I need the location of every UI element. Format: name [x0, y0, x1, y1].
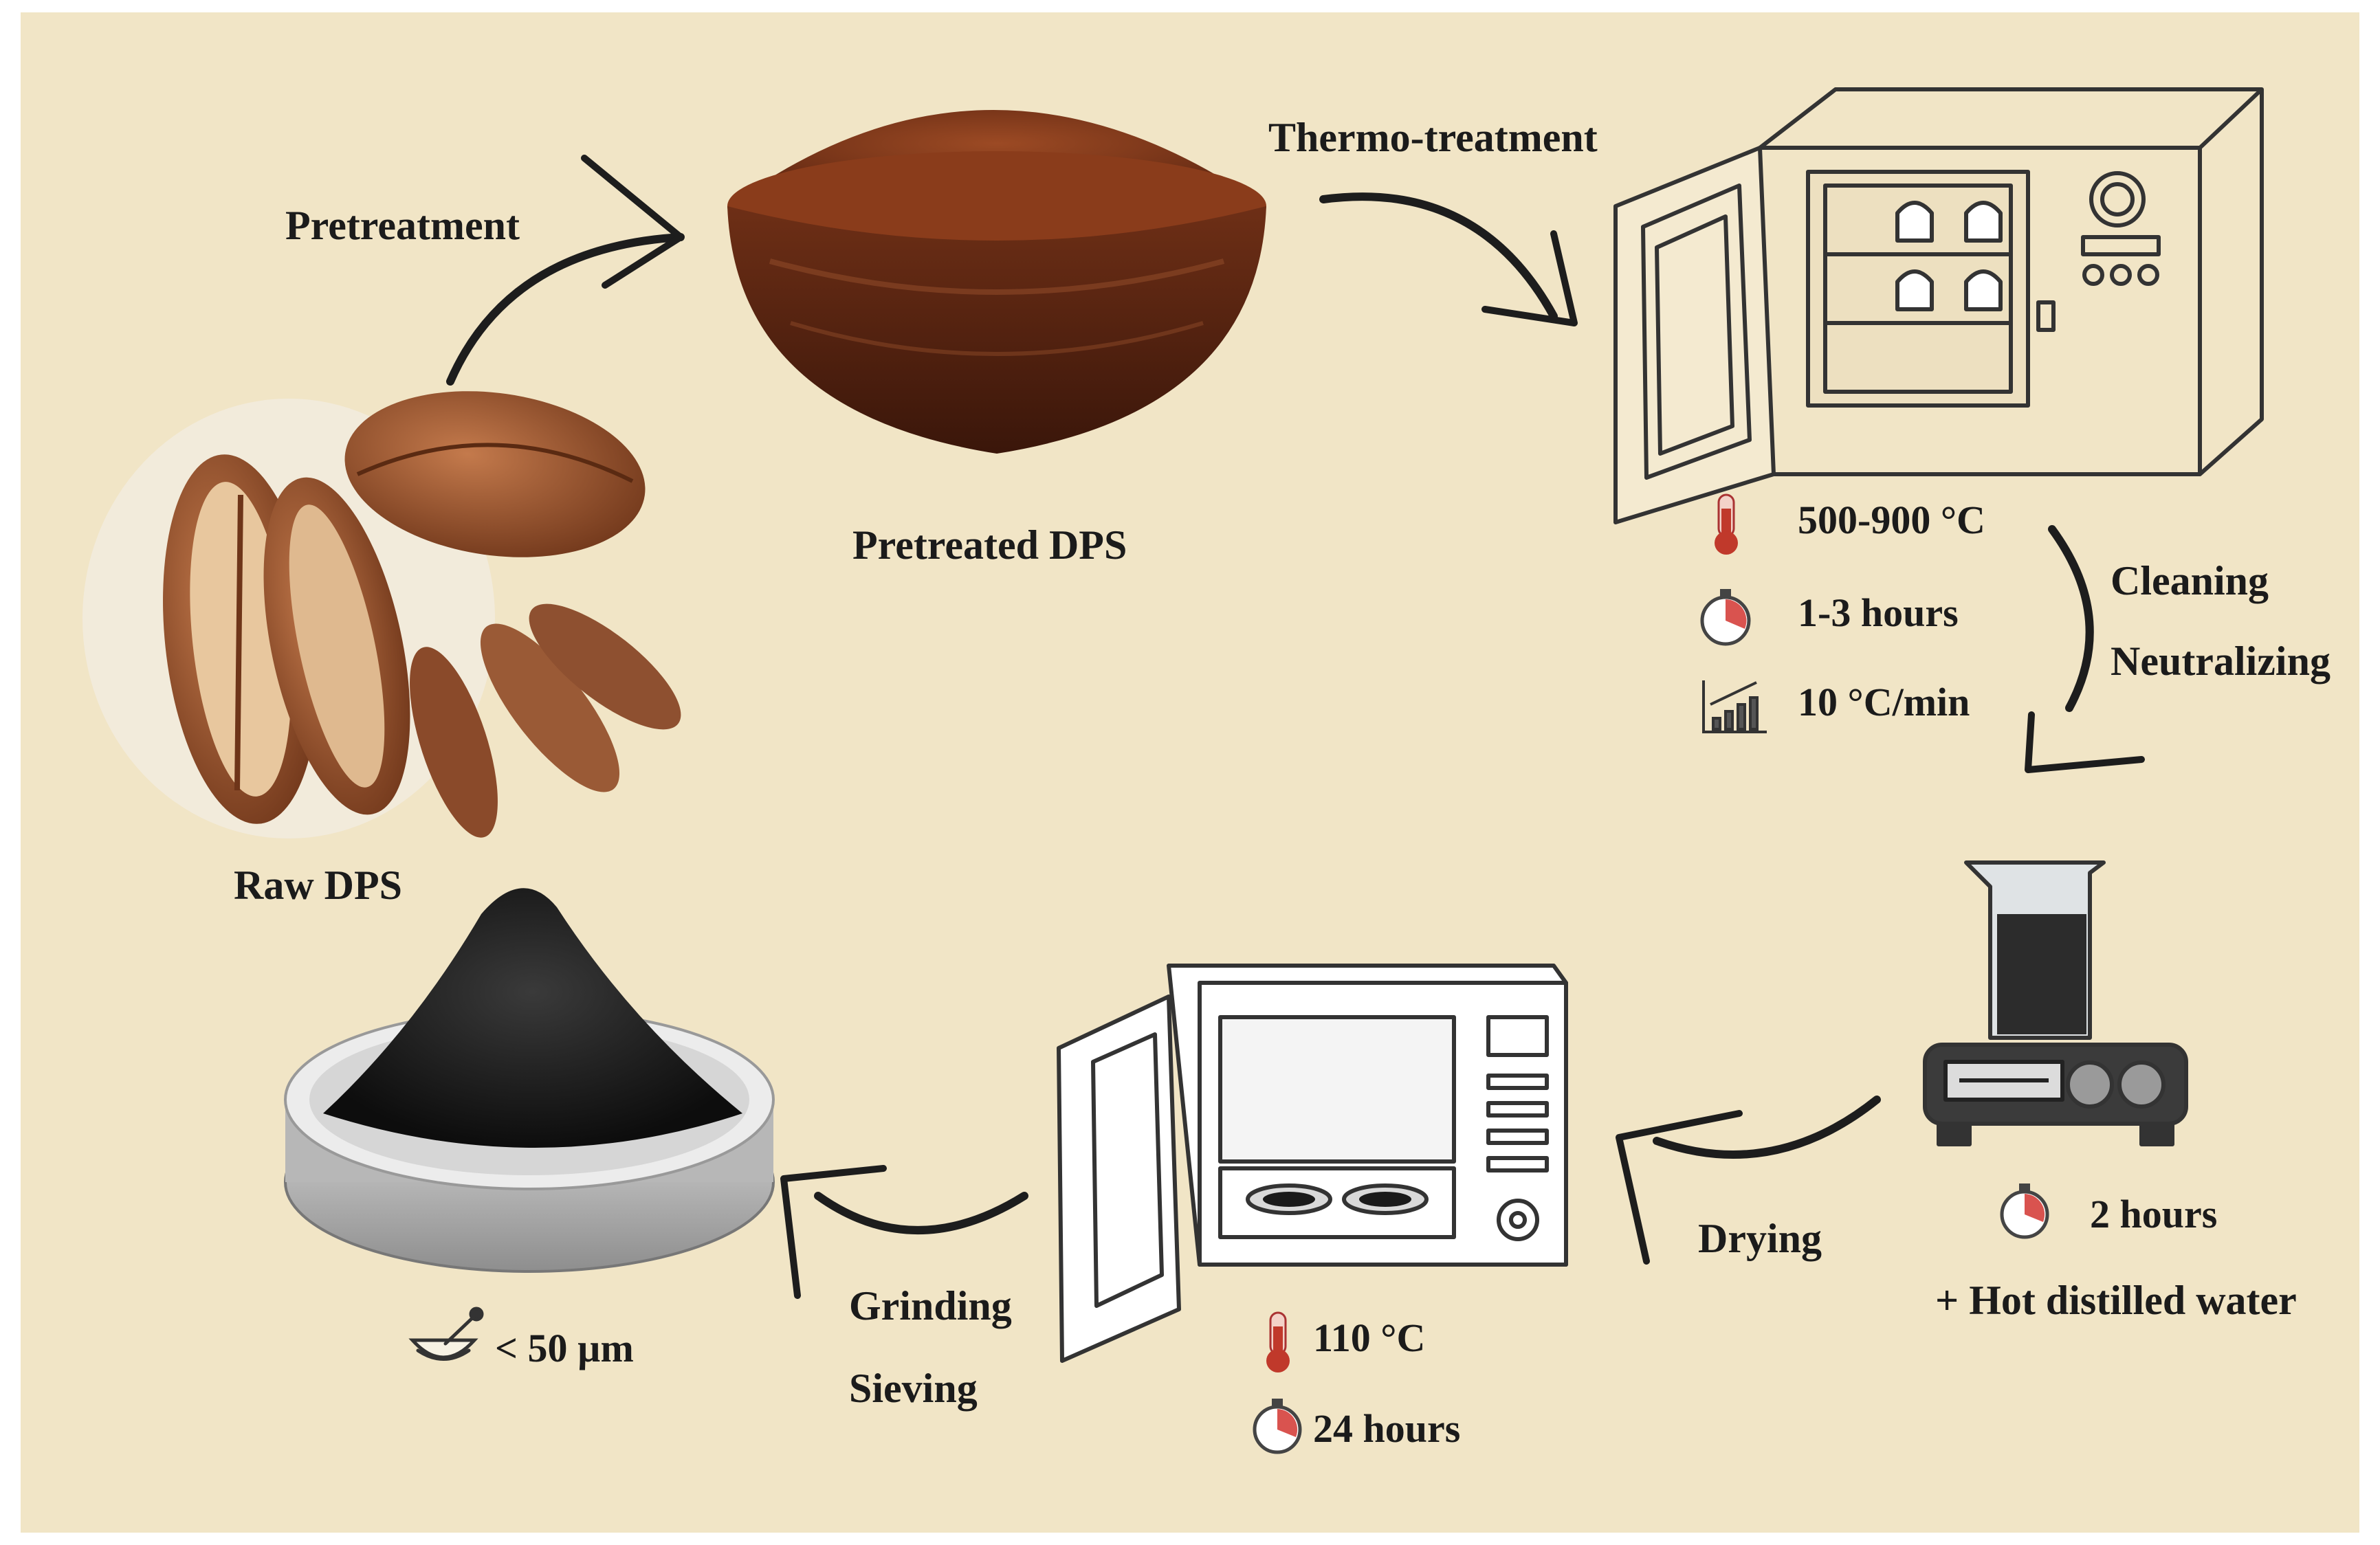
muffle-furnace-image: [1613, 87, 2264, 524]
washing-duration-text: 2 hours: [2090, 1192, 2218, 1236]
pretreated-dps-label: Pretreated DPS: [852, 522, 1127, 568]
raw-dps-image: [82, 391, 681, 838]
drying-arrowhead: [1616, 1110, 1743, 1265]
process-arrows: [446, 155, 2145, 1299]
stopwatch-icon: [1700, 589, 1751, 646]
stirring-hotplate-beaker-image: [1923, 860, 2188, 1146]
furnace-duration-text: 1-3 hours: [1798, 590, 1959, 635]
grinding-arrow: [814, 1192, 1028, 1234]
drying-arrow: [1653, 1096, 1881, 1159]
carbon-product-dish-image: [284, 888, 775, 1273]
hot-distilled-water-text: + Hot distilled water: [1935, 1278, 2297, 1323]
cleaning-arrowhead: [2025, 711, 2145, 773]
grinding-label: Grinding: [849, 1283, 1012, 1329]
thermo-arrowhead: [1481, 230, 1578, 326]
cleaning-label: Cleaning: [2111, 558, 2269, 603]
thermo-treatment-label: Thermo-treatment: [1268, 115, 1598, 160]
oven-duration-text: 24 hours: [1313, 1406, 1461, 1451]
thermometer-icon: [1266, 1311, 1290, 1372]
thermo-arrow: [1319, 192, 1558, 320]
particle-size-text: < 50 µm: [495, 1326, 634, 1370]
drying-label: Drying: [1698, 1216, 1822, 1261]
pretreatment-arrowhead: [581, 155, 684, 289]
cleaning-arrow: [2048, 525, 2094, 712]
drying-oven-image: [1057, 964, 1568, 1363]
oven-temperature-text: 110 °C: [1313, 1315, 1426, 1360]
furnace-heating-rate-text: 10 °C/min: [1798, 680, 1970, 724]
grinding-arrowhead: [780, 1165, 887, 1299]
pretreated-dps-bowl-image: [727, 110, 1266, 454]
thermometer-icon: [1715, 493, 1738, 555]
mortar-pestle-icon: [408, 1307, 484, 1361]
furnace-temperature-text: 500-900 °C: [1798, 498, 1985, 542]
stopwatch-icon: [1253, 1399, 1302, 1454]
pretreatment-label: Pretreatment: [285, 203, 520, 248]
heating-rate-icon: [1702, 680, 1767, 733]
raw-dps-label: Raw DPS: [234, 863, 403, 908]
sieving-label: Sieving: [849, 1366, 978, 1411]
neutralizing-label: Neutralizing: [2111, 638, 2331, 684]
stopwatch-icon: [2000, 1183, 2049, 1239]
pretreatment-arrow: [446, 233, 685, 386]
